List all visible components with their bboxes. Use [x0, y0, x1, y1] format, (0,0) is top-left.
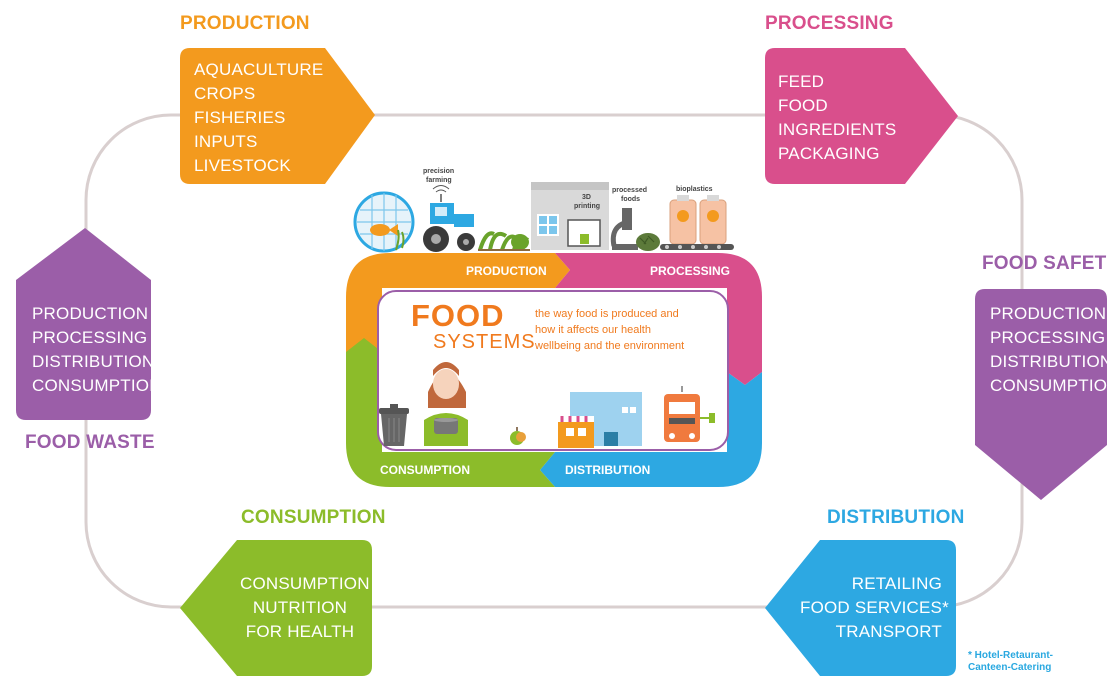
distribution-footnote-line-2: Canteen-Catering: [968, 662, 1052, 673]
food-waste-items: PRODUCTION PROCESSING DISTRIBUTION CONSU…: [32, 302, 162, 398]
center-distribution-segment: [540, 372, 762, 487]
woman-illustration: [424, 362, 468, 446]
processing-heading: PROCESSING: [765, 13, 894, 34]
food-safety-heading: FOOD SAFETY: [982, 253, 1107, 274]
bioplastic-bottles-illustration: [660, 195, 734, 250]
food-waste-arrow-shape: [16, 228, 151, 420]
production-item: LIVESTOCK: [194, 156, 291, 175]
food-waste-item: CONSUMPTION: [32, 376, 162, 395]
production-item: CROPS: [194, 84, 256, 103]
consumption-items: CONSUMPTION NUTRITION FOR HEALTH: [240, 572, 370, 644]
distribution-footnote-line-1: * Hotel-Retaurant-: [968, 650, 1054, 661]
precision-farming-caption-2: farming: [426, 177, 452, 184]
food-safety-arrow-shape: [975, 289, 1107, 500]
center-processing-label: PROCESSING: [650, 264, 731, 278]
processing-item: PACKAGING: [778, 144, 880, 163]
trash-bin-illustration: [379, 404, 409, 446]
consumption-heading: CONSUMPTION: [241, 507, 386, 528]
production-arrow-shape: [180, 48, 375, 184]
crops-illustration: [478, 231, 530, 251]
food-waste-item: DISTRIBUTION: [32, 352, 155, 371]
production-heading: PRODUCTION: [180, 13, 310, 34]
production-item: INPUTS: [194, 132, 258, 151]
distribution-arrow-shape: [765, 540, 956, 676]
food-systems-logo-food: FOOD: [411, 298, 505, 333]
3d-printing-caption-1: 3D: [582, 194, 591, 201]
consumption-item: FOR HEALTH: [245, 622, 355, 641]
tractor-illustration: [423, 185, 475, 252]
fish-globe-illustration: [353, 191, 415, 253]
consumption-item: NUTRITION: [252, 598, 348, 617]
3d-printer-illustration: [531, 182, 609, 250]
tagline-line-3: wellbeing and the environment: [535, 340, 685, 352]
processing-arrow-shape: [765, 48, 958, 184]
precision-farming-caption-1: precision: [423, 168, 455, 175]
production-item: AQUACULTURE: [194, 60, 324, 79]
food-waste-item: PRODUCTION: [32, 304, 149, 323]
distribution-item: TRANSPORT: [835, 622, 942, 641]
store-illustration: [558, 392, 642, 448]
production-item: FISHERIES: [194, 108, 286, 127]
processing-item: FEED: [778, 72, 825, 91]
food-safety-item: PRODUCTION: [990, 304, 1107, 323]
food-safety-item: DISTRIBUTION: [990, 352, 1107, 371]
center-processing-segment: [555, 253, 762, 385]
distribution-item: RETAILING: [851, 574, 942, 593]
processing-item: INGREDIENTS: [778, 120, 897, 139]
production-items: AQUACULTURE CROPS FISHERIES INPUTS LIVES…: [194, 58, 323, 178]
3d-printing-caption-2: printing: [574, 203, 601, 210]
center-distribution-label: DISTRIBUTION: [565, 463, 651, 477]
consumption-item: CONSUMPTION: [240, 574, 370, 593]
distribution-item: FOOD SERVICES*: [800, 598, 949, 617]
vending-truck-illustration: [664, 386, 715, 442]
center-consumption-label: CONSUMPTION: [380, 463, 470, 477]
food-systems-logo-systems: SYSTEMS: [433, 331, 536, 353]
center-production-segment: [346, 253, 570, 352]
bioplastics-caption: bioplastics: [676, 186, 713, 193]
food-waste-item: PROCESSING: [32, 328, 148, 347]
tagline-line-2: how it affects our health: [535, 324, 651, 336]
processing-item: FOOD: [778, 96, 828, 115]
food-safety-item: CONSUMPTION: [990, 376, 1107, 395]
food-waste-heading: FOOD WASTE: [25, 432, 155, 453]
distribution-items: RETAILING FOOD SERVICES* TRANSPORT: [800, 572, 949, 644]
processed-foods-caption-2: foods: [621, 196, 641, 203]
distribution-heading: DISTRIBUTION: [827, 507, 965, 528]
processing-items: FEED FOOD INGREDIENTS PACKAGING: [778, 70, 896, 166]
processed-foods-caption-1: processed: [612, 187, 648, 194]
center-production-label: PRODUCTION: [466, 264, 547, 278]
food-safety-item: PROCESSING: [990, 328, 1106, 347]
tagline-line-1: the way food is produced and: [535, 308, 679, 320]
food-safety-items: PRODUCTION PROCESSING DISTRIBUTION CONSU…: [990, 302, 1107, 398]
microscope-illustration: [610, 208, 660, 251]
apple-illustration: [510, 427, 526, 445]
center-consumption-segment: [346, 338, 555, 487]
consumption-arrow-shape: [180, 540, 372, 676]
